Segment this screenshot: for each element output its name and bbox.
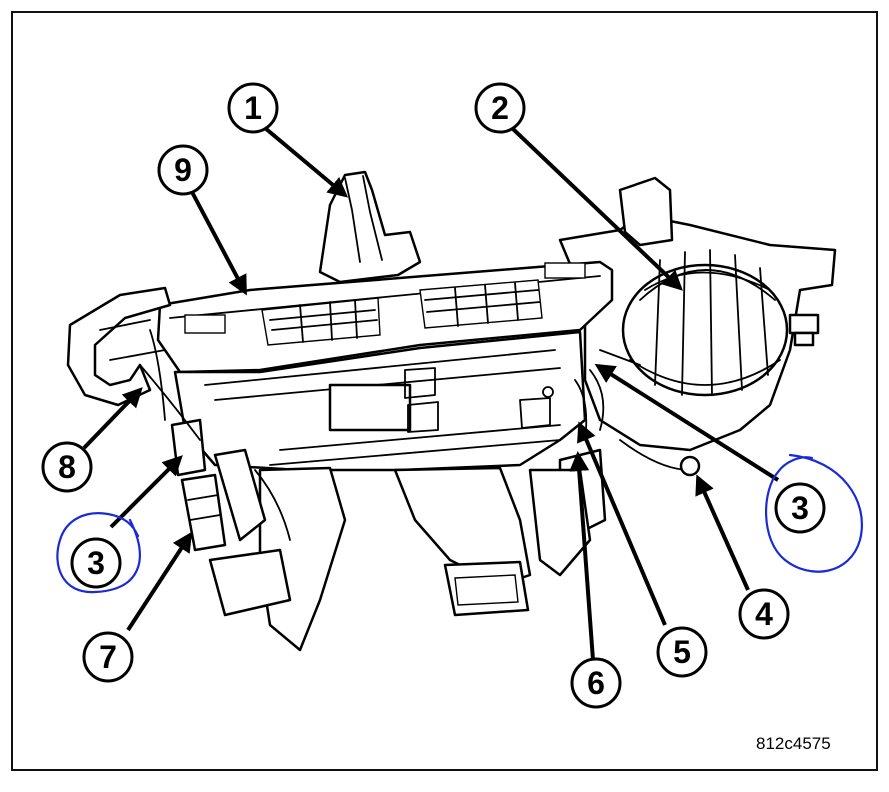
leader-4 <box>695 474 750 591</box>
blue-annotations <box>56 453 863 594</box>
callout-6: 6 <box>570 657 622 709</box>
callout-3-left: 3 <box>70 537 122 589</box>
callout-label-9: 9 <box>174 152 192 188</box>
callout-9: 9 <box>157 144 209 196</box>
callout-label-3-left: 3 <box>87 545 105 581</box>
leader-6 <box>569 451 595 661</box>
callouts: 1 2 9 8 3 3 7 6 <box>41 82 826 709</box>
leader-1 <box>263 126 349 198</box>
callout-label-5: 5 <box>673 634 691 670</box>
leader-3b <box>594 363 780 482</box>
callout-label-2: 2 <box>491 90 509 126</box>
blue-circle-left <box>56 512 141 594</box>
housing-illustration <box>66 170 837 652</box>
leader-3a <box>109 455 183 529</box>
callout-label-3-right: 3 <box>791 490 809 526</box>
callout-label-7: 7 <box>99 639 117 675</box>
leader-lines <box>82 126 780 661</box>
leader-5 <box>577 421 667 626</box>
callout-5: 5 <box>656 626 708 678</box>
callout-label-1: 1 <box>244 90 262 126</box>
leader-2 <box>510 126 683 291</box>
callout-label-8: 8 <box>58 449 76 485</box>
leader-9 <box>190 191 247 296</box>
leader-8 <box>82 387 143 450</box>
callout-label-4: 4 <box>755 596 773 632</box>
callout-7: 7 <box>82 631 134 683</box>
callout-2: 2 <box>474 82 526 134</box>
callout-3-right: 3 <box>774 482 826 534</box>
figure-frame <box>11 11 878 771</box>
figure-code: 812c4575 <box>756 734 831 753</box>
blue-circle-right <box>764 453 863 573</box>
callout-8: 8 <box>41 441 93 493</box>
callout-4: 4 <box>738 588 790 640</box>
callout-label-6: 6 <box>587 665 605 701</box>
callout-1: 1 <box>227 82 279 134</box>
leader-7 <box>126 531 193 632</box>
